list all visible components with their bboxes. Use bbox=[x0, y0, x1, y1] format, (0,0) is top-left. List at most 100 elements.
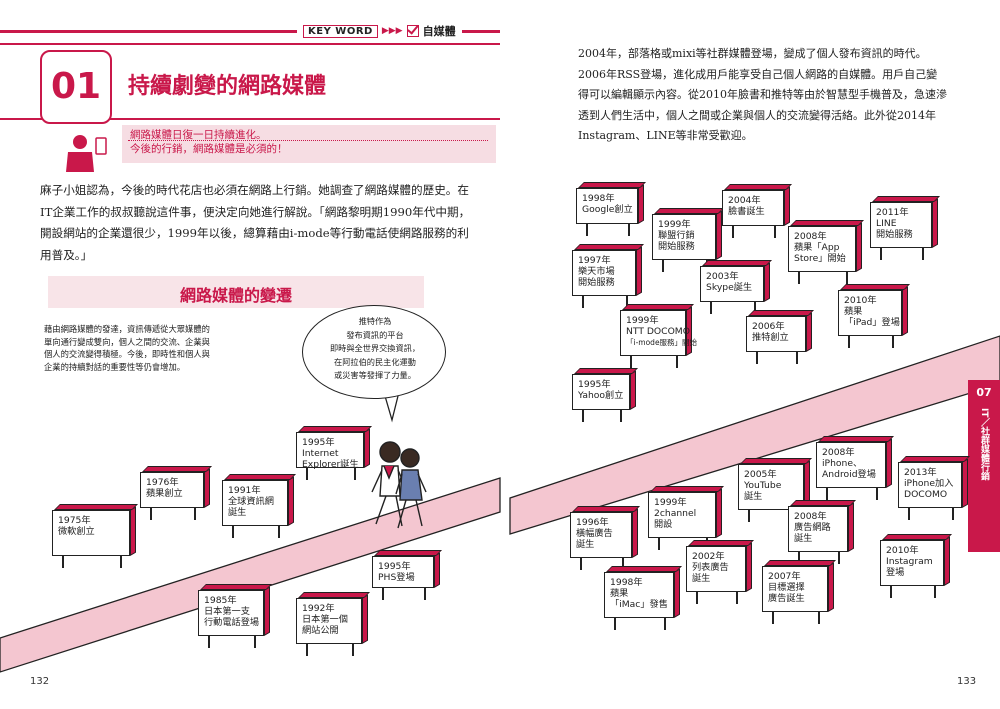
bubble-line: 或災害等發揮了力量。 bbox=[334, 370, 416, 380]
sign-post bbox=[676, 356, 678, 368]
sign-text: DOCOMO bbox=[904, 489, 948, 500]
sign-text: 「iPad」登場 bbox=[844, 317, 900, 328]
sign-face: 2006年推特創立 bbox=[746, 316, 806, 352]
sign-text: 1999年 bbox=[654, 497, 687, 508]
sign-face: 1999年聯盟行銷開始服務 bbox=[652, 214, 716, 260]
sign-post bbox=[582, 410, 584, 422]
sign-text: iPhone加入 bbox=[904, 478, 954, 489]
right-paragraph: 2004年，部落格或mixi等社群媒體登場，變成了個人發布資訊的時代。 2006… bbox=[578, 44, 978, 147]
sign-text: 1992年 bbox=[302, 603, 335, 614]
timeline-sign: 2006年推特創立 bbox=[746, 310, 814, 364]
sign-side bbox=[764, 262, 770, 302]
sign-post bbox=[664, 618, 666, 630]
sign-side bbox=[902, 286, 908, 336]
sign-text: 2013年 bbox=[904, 467, 937, 478]
sign-side bbox=[944, 536, 950, 586]
sign-post bbox=[838, 552, 840, 564]
sign-text: 2011年 bbox=[876, 207, 909, 218]
sign-side bbox=[886, 438, 892, 488]
sign-text: 蘋果「App bbox=[794, 242, 840, 253]
paragraph-line: 透到人們生活中，個人之間或企業與個人的交流變得活絡。此外從2014年 bbox=[578, 108, 936, 122]
section-title: 網路媒體的變遷 bbox=[179, 286, 292, 305]
sign-text: Yahoo創立 bbox=[578, 390, 624, 401]
sign-side bbox=[856, 222, 862, 272]
speech-bubble bbox=[302, 305, 446, 399]
paragraph-line: 得可以編輯顯示內容。從2010年臉書和推特等由於智慧型手機普及，急速滲 bbox=[578, 88, 947, 101]
sign-text: 2channel bbox=[654, 508, 697, 519]
sign-post bbox=[354, 468, 356, 480]
sign-text: 列表廣告 bbox=[692, 562, 729, 573]
sign-post bbox=[876, 488, 878, 500]
keyword-label: KEY WORD bbox=[303, 24, 378, 38]
sign-text: Android登場 bbox=[822, 469, 876, 480]
sign-post bbox=[846, 272, 848, 284]
sign-text: 橫幅廣告 bbox=[576, 528, 613, 539]
sign-text: 誕生 bbox=[744, 491, 763, 502]
sign-post bbox=[826, 488, 828, 500]
title-rule-top bbox=[0, 43, 500, 45]
sign-text: Google創立 bbox=[582, 204, 633, 215]
sign-text: 1999年 bbox=[658, 219, 691, 230]
sign-text: 1985年 bbox=[204, 595, 237, 606]
timeline-sign: 2004年臉書誕生 bbox=[722, 184, 792, 238]
sign-text: iPhone、 bbox=[822, 458, 863, 469]
sign-post bbox=[586, 224, 588, 236]
sign-side bbox=[784, 186, 790, 226]
sign-text: 誕生 bbox=[692, 573, 711, 584]
title-rule-bottom bbox=[0, 118, 500, 120]
bubble-line: 在阿拉伯的民主化運動 bbox=[334, 356, 416, 367]
chapter-number: 01 bbox=[40, 50, 112, 124]
sign-post bbox=[620, 410, 622, 422]
sign-text: 2008年 bbox=[822, 447, 855, 458]
timeline-sign: 2007年目標選擇廣告誕生 bbox=[762, 560, 836, 624]
sign-post bbox=[306, 468, 308, 480]
page-number-right: 133 bbox=[957, 676, 977, 687]
sign-post bbox=[580, 558, 582, 570]
bubble-tail bbox=[384, 395, 399, 423]
sign-face: 1991年全球資訊網誕生 bbox=[222, 480, 288, 526]
sign-text: 蘋果創立 bbox=[146, 488, 183, 499]
sign-text: 1995年 bbox=[302, 437, 335, 448]
sign-text: 開始服務 bbox=[578, 277, 615, 288]
sign-text: 開設 bbox=[654, 519, 673, 530]
side-tab-label: IT／社群媒體行銷 bbox=[979, 408, 989, 481]
sign-text: 2008年 bbox=[794, 231, 827, 242]
sign-post bbox=[748, 510, 750, 522]
sign-post bbox=[880, 248, 882, 260]
sign-post bbox=[798, 552, 800, 564]
sign-post bbox=[710, 302, 712, 314]
sign-post bbox=[622, 558, 624, 570]
sign-text: 2008年 bbox=[794, 511, 827, 522]
sign-side bbox=[746, 542, 752, 592]
sign-side bbox=[130, 506, 136, 556]
sign-side bbox=[264, 586, 270, 636]
sign-side bbox=[674, 568, 680, 618]
sign-text: 2007年 bbox=[768, 571, 801, 582]
timeline-sign: 1985年日本第一支行動電話登場 bbox=[198, 584, 272, 648]
sign-text: 1998年 bbox=[582, 193, 615, 204]
sign-face: 1992年日本第一個網站公開 bbox=[296, 598, 362, 644]
timeline-sign: 2010年蘋果「iPad」登場 bbox=[838, 284, 910, 348]
sign-side bbox=[638, 184, 644, 224]
chapter-side-tab bbox=[968, 380, 1000, 552]
timeline-sign: 1997年樂天市場開始服務 bbox=[572, 244, 644, 308]
checkbox-icon bbox=[406, 25, 419, 37]
sign-text: 誕生 bbox=[794, 533, 813, 544]
subtitle-box bbox=[122, 125, 496, 163]
sign-post bbox=[732, 226, 734, 238]
sign-post bbox=[756, 352, 758, 364]
bubble-line: 即時與全世界交換資訊， bbox=[329, 343, 421, 353]
